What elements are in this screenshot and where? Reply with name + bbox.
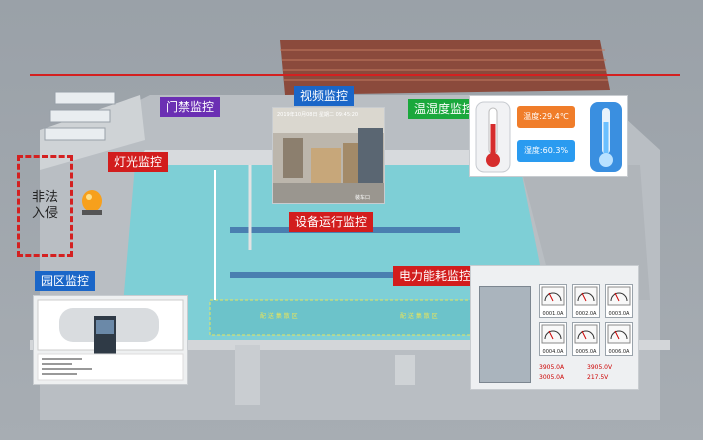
meter-reading: 0005.0A <box>575 349 597 355</box>
meter-tile: 0005.0A <box>572 322 600 356</box>
power-tag[interactable]: 电力能耗监控 <box>393 266 478 286</box>
boundary-line <box>30 74 680 76</box>
meter-tile: 0001.0A <box>539 284 567 318</box>
intrusion-label: 非法入侵 <box>31 190 58 221</box>
humidity-gauge-icon <box>590 102 622 172</box>
park-map <box>34 296 187 384</box>
video-monitor-tag[interactable]: 视频监控 <box>294 86 355 106</box>
meter-tile: 0006.0A <box>605 322 633 356</box>
thermometer-icon <box>475 101 511 173</box>
meter-reading: 0002.0A <box>575 311 597 317</box>
humidity-value: 湿度:60.3% <box>523 146 569 155</box>
power-panel[interactable]: 0001.0A 0002.0A 0003.0A 0004.0A 0005.0A 0006.… <box>470 265 639 390</box>
meter-reading: 0006.0A <box>608 349 630 355</box>
temp-humidity-panel[interactable]: 温度:29.4℃ 湿度:60.3% <box>469 95 628 177</box>
svg-text:配 送 集 散 区: 配 送 集 散 区 <box>400 312 438 320</box>
power-value: 3905.0A <box>539 364 565 371</box>
temperature-box: 温度:29.4℃ <box>517 106 575 128</box>
video-frame <box>273 108 384 203</box>
meter-reading: 0004.0A <box>542 349 564 355</box>
power-value: 3905.0V <box>587 364 613 371</box>
temp-humidity-tag[interactable]: 温湿度监控 <box>408 99 481 119</box>
lighting-tag[interactable]: 灯光监控 <box>108 152 169 172</box>
meter-dial-icon <box>574 286 598 306</box>
power-value: 3005.0A <box>539 374 565 381</box>
svg-text:配 送 集 散 区: 配 送 集 散 区 <box>260 312 298 320</box>
meter-dial-icon <box>607 324 631 344</box>
meter-tile: 0004.0A <box>539 322 567 356</box>
intrusion-zone[interactable]: 非法入侵 <box>17 155 73 257</box>
meter-dial-icon <box>541 324 565 344</box>
meter-reading: 0001.0A <box>542 311 564 317</box>
video-caption: 装车口 <box>355 195 371 201</box>
meter-dial-icon <box>574 324 598 344</box>
alarm-light-icon[interactable] <box>80 189 104 217</box>
humidity-box: 湿度:60.3% <box>517 140 575 162</box>
meter-tile: 0003.0A <box>605 284 633 318</box>
meter-dial-icon <box>541 286 565 306</box>
temperature-value: 温度:29.4℃ <box>523 112 569 121</box>
power-value: 217.5V <box>587 374 609 381</box>
power-cabinet <box>479 286 531 383</box>
park-panel[interactable] <box>33 295 188 385</box>
video-feed[interactable]: 2019年10月08日 星期二 09:45:20 装车口 <box>272 107 385 204</box>
meter-tile: 0002.0A <box>572 284 600 318</box>
equipment-tag[interactable]: 设备运行监控 <box>289 212 374 232</box>
video-timestamp: 2019年10月08日 星期二 09:45:20 <box>277 112 359 118</box>
access-control-tag[interactable]: 门禁监控 <box>160 97 221 117</box>
meter-reading: 0003.0A <box>608 311 630 317</box>
park-tag[interactable]: 园区监控 <box>35 271 96 291</box>
meter-dial-icon <box>607 286 631 306</box>
